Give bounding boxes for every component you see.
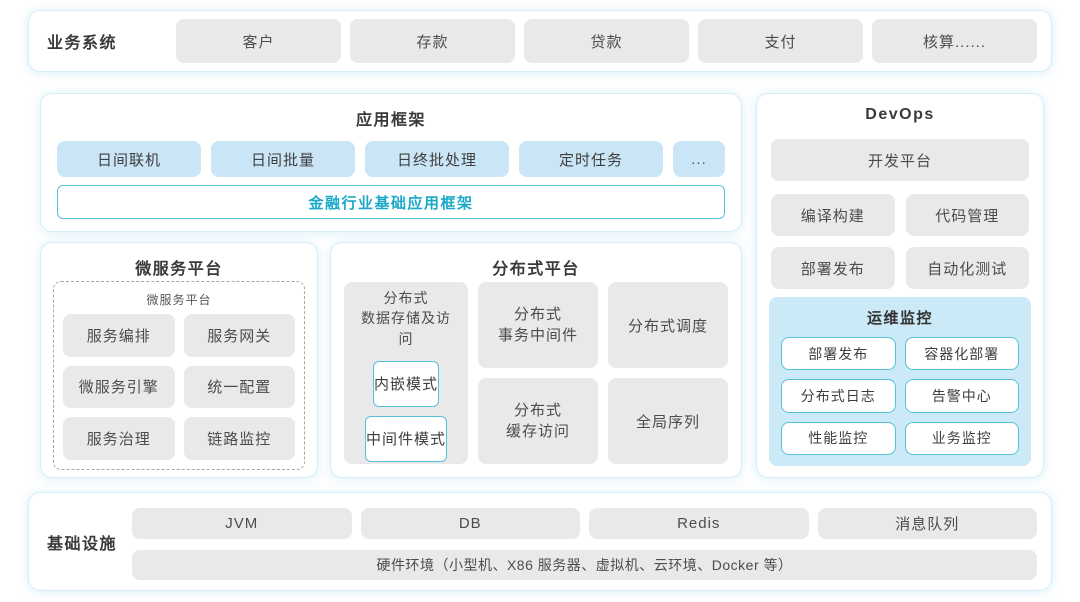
- cache-line1: 分布式: [513, 402, 562, 419]
- framework-item-scheduled-task: 定时任务: [519, 141, 663, 177]
- distributed-grid: 分布式 数据存储及访问 内嵌模式 中间件模式 分布式 事务中间件 分布式调度 分…: [344, 282, 728, 464]
- distributed-transaction-box: 分布式 事务中间件: [478, 282, 598, 368]
- infrastructure-row: JVM DB Redis 消息队列: [132, 508, 1037, 539]
- distributed-transaction-label: 分布式 事务中间件: [498, 304, 578, 346]
- ms-item-orchestration: 服务编排: [63, 314, 175, 357]
- infra-item-redis: Redis: [589, 508, 809, 539]
- hardware-environment-box: 硬件环境（小型机、X86 服务器、虚拟机、云环境、Docker 等）: [132, 549, 1037, 580]
- transaction-line2: 事务中间件: [497, 327, 578, 344]
- ops-monitoring-panel: 运维监控 部署发布 容器化部署 分布式日志 告警中心 性能监控 业务监控: [769, 297, 1031, 466]
- devops-item-autotest: 自动化测试: [905, 247, 1029, 289]
- framework-item-daytime-online: 日间联机: [57, 141, 201, 177]
- microservice-inner-box: 微服务平台 服务编排 服务网关 微服务引擎 统一配置 服务治理 链路监控: [53, 281, 305, 470]
- business-item-customer: 客户: [176, 19, 341, 63]
- transaction-line1: 分布式: [513, 306, 562, 323]
- ms-item-governance: 服务治理: [63, 417, 175, 460]
- mode-middleware: 中间件模式: [364, 415, 447, 462]
- business-item-deposit: 存款: [350, 19, 515, 63]
- ops-monitoring-grid: 部署发布 容器化部署 分布式日志 告警中心 性能监控 业务监控: [781, 337, 1019, 455]
- app-framework-panel: 应用框架 日间联机 日间批量 日终批处理 定时任务 ... 金融行业基础应用框架: [40, 93, 742, 232]
- framework-item-daytime-batch: 日间批量: [211, 141, 355, 177]
- infrastructure-content: JVM DB Redis 消息队列 硬件环境（小型机、X86 服务器、虚拟机、云…: [132, 508, 1037, 580]
- distributed-cache-label: 分布式 缓存访问: [506, 400, 570, 442]
- distributed-storage-box: 分布式 数据存储及访问 内嵌模式 中间件模式: [344, 282, 468, 464]
- ms-item-tracing: 链路监控: [183, 417, 295, 460]
- distributed-cache-box: 分布式 缓存访问: [478, 378, 598, 464]
- devops-title: DevOps: [865, 106, 935, 123]
- app-framework-title: 应用框架: [355, 112, 426, 129]
- monitor-item-performance: 性能监控: [781, 421, 896, 455]
- monitor-item-business: 业务监控: [904, 421, 1019, 455]
- monitor-item-container: 容器化部署: [904, 337, 1019, 371]
- cache-line2: 缓存访问: [505, 423, 570, 440]
- storage-label-line2: 数据存储及访问: [361, 310, 451, 347]
- monitor-item-log: 分布式日志: [781, 379, 896, 413]
- infra-item-jvm: JVM: [132, 508, 352, 539]
- distributed-platform-panel: 分布式平台 分布式 数据存储及访问 内嵌模式 中间件模式 分布式 事务中间件 分…: [330, 242, 742, 478]
- mode-embedded: 内嵌模式: [372, 360, 439, 407]
- ops-monitoring-title: 运维监控: [866, 310, 933, 327]
- business-item-accounting: 核算......: [872, 19, 1037, 63]
- microservice-title: 微服务平台: [135, 261, 223, 278]
- distributed-sequence-box: 全局序列: [608, 378, 728, 464]
- business-item-loan: 贷款: [524, 19, 689, 63]
- business-systems-band: 业务系统 客户 存款 贷款 支付 核算......: [28, 10, 1052, 72]
- framework-item-eod-batch: 日终批处理: [365, 141, 509, 177]
- app-framework-row: 日间联机 日间批量 日终批处理 定时任务 ...: [57, 141, 725, 177]
- devops-item-deploy: 部署发布: [771, 247, 895, 289]
- infrastructure-label: 基础设施: [47, 535, 118, 553]
- monitor-item-alert: 告警中心: [904, 379, 1019, 413]
- ms-item-engine: 微服务引擎: [63, 365, 175, 409]
- devops-item-code: 代码管理: [905, 194, 1029, 236]
- devops-grid: 编译构建 代码管理 部署发布 自动化测试: [771, 194, 1029, 289]
- distributed-title: 分布式平台: [492, 261, 580, 278]
- framework-item-more: ...: [673, 141, 725, 177]
- ms-item-gateway: 服务网关: [183, 314, 295, 357]
- monitor-item-deploy: 部署发布: [781, 337, 896, 371]
- business-systems-label: 业务系统: [47, 35, 118, 52]
- devops-dev-platform: 开发平台: [771, 139, 1029, 181]
- distributed-storage-label: 分布式 数据存储及访问: [355, 288, 457, 349]
- microservice-platform-panel: 微服务平台 微服务平台 服务编排 服务网关 微服务引擎 统一配置 服务治理 链路…: [40, 242, 318, 478]
- business-item-payment: 支付: [698, 19, 863, 63]
- microservice-grid: 服务编排 服务网关 微服务引擎 统一配置 服务治理 链路监控: [63, 314, 295, 460]
- storage-label-line1: 分布式: [383, 290, 429, 307]
- finance-base-framework-box: 金融行业基础应用框架: [57, 185, 725, 219]
- infra-item-mq: 消息队列: [817, 508, 1037, 539]
- devops-item-build: 编译构建: [771, 194, 895, 236]
- infrastructure-band: 基础设施 JVM DB Redis 消息队列 硬件环境（小型机、X86 服务器、…: [28, 492, 1052, 591]
- distributed-schedule-box: 分布式调度: [608, 282, 728, 368]
- microservice-inner-title: 微服务平台: [146, 293, 212, 307]
- devops-panel: DevOps 开发平台 编译构建 代码管理 部署发布 自动化测试 运维监控 部署…: [756, 93, 1044, 478]
- ms-item-config: 统一配置: [183, 365, 295, 409]
- infra-item-db: DB: [360, 508, 580, 539]
